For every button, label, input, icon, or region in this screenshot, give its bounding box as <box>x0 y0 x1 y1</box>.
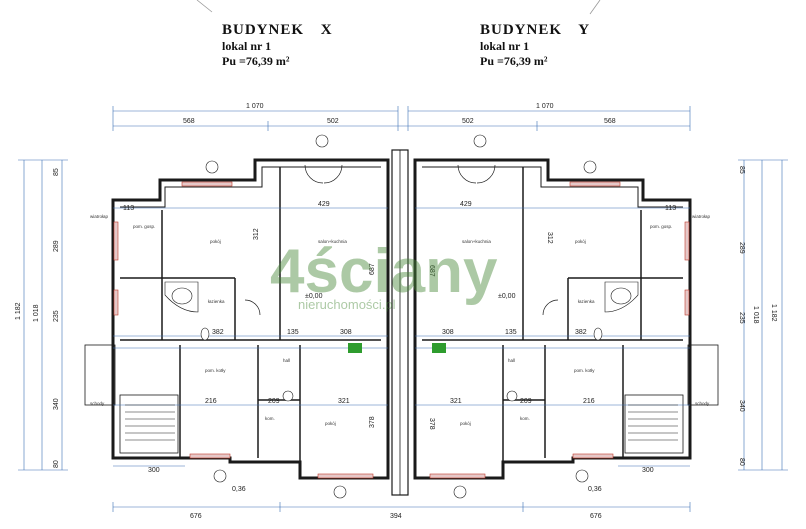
room-kom-x: kom. <box>265 416 275 421</box>
dim-side-85-l: 85 <box>53 168 60 176</box>
dim-bottom-394: 394 <box>390 513 402 520</box>
room-pokoj-x1: pokój <box>210 239 221 244</box>
dim-382-x: 382 <box>212 329 224 336</box>
dim-side-289-l: 289 <box>53 240 60 252</box>
level-y: ±0,00 <box>498 293 516 300</box>
building-y-title: BUDYNEK Y <box>480 22 591 38</box>
dim-135-y: 135 <box>505 329 517 336</box>
room-salon-x: salon+kuchnia <box>318 239 347 244</box>
dim-209-y: 209 <box>520 398 532 405</box>
watermark: 4ściany nieruchomości.pl <box>270 237 498 312</box>
building-x-area: Pu =76,39 m² <box>222 54 290 68</box>
dim-308-x: 308 <box>340 329 352 336</box>
room-salon-y: salon+kuchnia <box>462 239 491 244</box>
dim-687-y: 687 <box>428 265 435 277</box>
room-pokoj-y1: pokój <box>575 239 586 244</box>
dim-429-x: 429 <box>318 201 330 208</box>
dim-bottom-676-y: 676 <box>590 513 602 520</box>
room-schody-y: schody <box>695 401 710 406</box>
dim-312-x: 312 <box>253 228 260 240</box>
windows <box>113 181 690 479</box>
side-dimensions <box>18 159 788 471</box>
room-hall-x: hall <box>283 358 290 363</box>
dim-216-y: 216 <box>583 398 595 405</box>
dim-stair-300-y: 300 <box>642 467 654 474</box>
dim-top-502-y: 502 <box>462 118 474 125</box>
dim-stair-300-x: 300 <box>148 467 160 474</box>
dim-312-y: 312 <box>546 232 553 244</box>
dim-216-x: 216 <box>205 398 217 405</box>
section-mark-right <box>589 0 601 15</box>
building-y-area: Pu =76,39 m² <box>480 54 548 68</box>
building-x-title: BUDYNEK X <box>222 22 333 38</box>
room-schody-x: schody <box>90 401 105 406</box>
room-kotl-x: pom. kotły <box>205 368 226 373</box>
room-wiatrolap-x: wiatrołap <box>90 214 109 219</box>
dim-321-y: 321 <box>450 398 462 405</box>
dim-429-y: 429 <box>460 201 472 208</box>
watermark-brand: 4ściany <box>270 237 498 306</box>
bottom-dimensions <box>112 465 691 512</box>
section-circles <box>205 134 597 499</box>
level-x: ±0,00 <box>305 293 323 300</box>
header-building-x: BUDYNEK X lokal nr 1 Pu =76,39 m² <box>222 22 333 69</box>
room-pokoj-x2: pokój <box>325 421 336 426</box>
building-y-unit: lokal nr 1 <box>480 39 530 53</box>
top-dimensions <box>112 106 691 131</box>
stairs <box>125 404 678 441</box>
room-kom-y: kom. <box>520 416 530 421</box>
dim-209-x: 209 <box>268 398 280 405</box>
building-x-unit: lokal nr 1 <box>222 39 272 53</box>
dim-side-80-l: 80 <box>53 460 60 468</box>
dim-bottom-676-x: 676 <box>190 513 202 520</box>
dim-382-y: 382 <box>575 329 587 336</box>
room-kotl-y: pom. kotły <box>574 368 595 373</box>
watermark-sub: nieruchomości.pl <box>298 297 396 312</box>
dim-side-235-l: 235 <box>53 310 60 322</box>
dim-036-y: 0,36 <box>588 486 602 493</box>
dim-top-total-x: 1 070 <box>246 103 264 110</box>
dim-side-340-r: 340 <box>738 400 745 412</box>
dim-side-80-r: 80 <box>738 458 745 466</box>
dim-side-left-total: 1 182 <box>15 302 22 320</box>
dim-378-y: 378 <box>428 418 435 430</box>
bath-fixtures <box>164 281 639 341</box>
dim-side-235-r: 235 <box>738 312 745 324</box>
dim-113-x: 113 <box>123 205 134 212</box>
dim-135-x: 135 <box>287 329 299 336</box>
dim-top-total-y: 1 070 <box>536 103 554 110</box>
section-mark-left <box>196 0 213 13</box>
room-pomgosp-x: pom. gosp. <box>133 224 155 229</box>
marker-x <box>348 343 362 353</box>
terrace-doors <box>244 164 559 316</box>
dim-side-right-total: 1 182 <box>770 304 777 322</box>
dim-side-right-inner: 1 018 <box>752 306 759 324</box>
room-pokoj-y2: pokój <box>460 421 471 426</box>
room-lazienka-x: łazienka <box>208 299 225 304</box>
dim-top-502-x: 502 <box>327 118 339 125</box>
dim-036-x: 0,36 <box>232 486 246 493</box>
dim-321-x: 321 <box>338 398 350 405</box>
dim-687-x: 687 <box>369 263 376 275</box>
dim-308-y: 308 <box>442 329 454 336</box>
room-hall-y: hall <box>508 358 515 363</box>
dim-side-left-inner: 1 018 <box>33 304 40 322</box>
dim-top-568-y: 568 <box>604 118 616 125</box>
room-pomgosp-y: pom. gosp. <box>650 224 672 229</box>
dim-side-289-r: 289 <box>738 242 745 254</box>
marker-y <box>432 343 446 353</box>
dim-top-568-x: 568 <box>183 118 195 125</box>
header-building-y: BUDYNEK Y lokal nr 1 Pu =76,39 m² <box>480 22 590 69</box>
dim-113-y: 113 <box>665 205 676 212</box>
dim-side-85-r: 85 <box>738 166 745 174</box>
dim-side-340-l: 340 <box>53 398 60 410</box>
dim-378-x: 378 <box>369 416 376 428</box>
room-lazienka-y: łazienka <box>578 299 595 304</box>
room-wiatrolap-y: wiatrołap <box>692 214 711 219</box>
